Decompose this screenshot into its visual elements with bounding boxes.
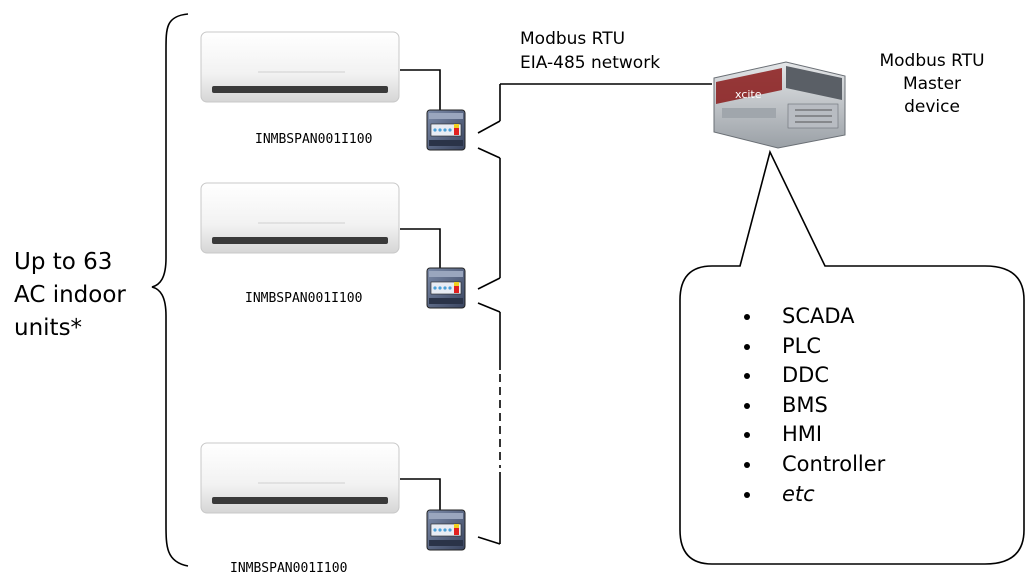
ac-units-label-line-2: AC indoor	[14, 282, 126, 308]
ac-units-count-label: Up to 63 AC indoor units*	[14, 246, 126, 345]
gateway-label-2: INMBSPAN001I100	[245, 291, 363, 306]
list-item: SCADA	[740, 302, 885, 332]
ac-indoor-unit-3	[200, 442, 400, 514]
master-device-label: Modbus RTU Master device	[872, 50, 992, 119]
ac-cable-1	[400, 69, 441, 110]
ac-indoor-unit-2	[200, 182, 400, 254]
ac-units-label-line-3: units*	[14, 315, 83, 341]
list-item: BMS	[740, 391, 885, 421]
master-types-callout	[679, 149, 1025, 565]
network-label-line-2: EIA-485 network	[520, 53, 661, 73]
grouping-brace	[151, 13, 189, 567]
eia485-bus	[477, 83, 712, 545]
device-logo: xcite	[735, 88, 762, 101]
network-label-line-1: Modbus RTU	[520, 29, 626, 49]
master-types-list: SCADA PLC DDC BMS HMI Controller etc	[740, 302, 885, 509]
gateway-label-3: INMBSPAN001I100	[230, 561, 348, 576]
master-label-line-3: device	[904, 97, 960, 117]
list-item: DDC	[740, 361, 885, 391]
list-item: etc	[740, 480, 885, 510]
list-item: HMI	[740, 420, 885, 450]
master-label-line-2: Master	[902, 74, 962, 94]
ac-units-label-line-1: Up to 63	[14, 249, 113, 275]
list-item: Controller	[740, 450, 885, 480]
ac-cable-2	[400, 228, 441, 268]
list-item: PLC	[740, 332, 885, 362]
gateway-device-2	[426, 267, 466, 309]
ac-indoor-unit-1	[200, 31, 400, 103]
network-label: Modbus RTU EIA-485 network	[520, 27, 660, 75]
ac-cable-3	[400, 478, 441, 510]
gateway-device-3	[426, 509, 466, 551]
modbus-master-device: xcite	[713, 61, 846, 149]
master-label-line-1: Modbus RTU	[879, 51, 985, 71]
gateway-label-1: INMBSPAN001I100	[255, 132, 373, 147]
gateway-device-1	[426, 109, 466, 151]
